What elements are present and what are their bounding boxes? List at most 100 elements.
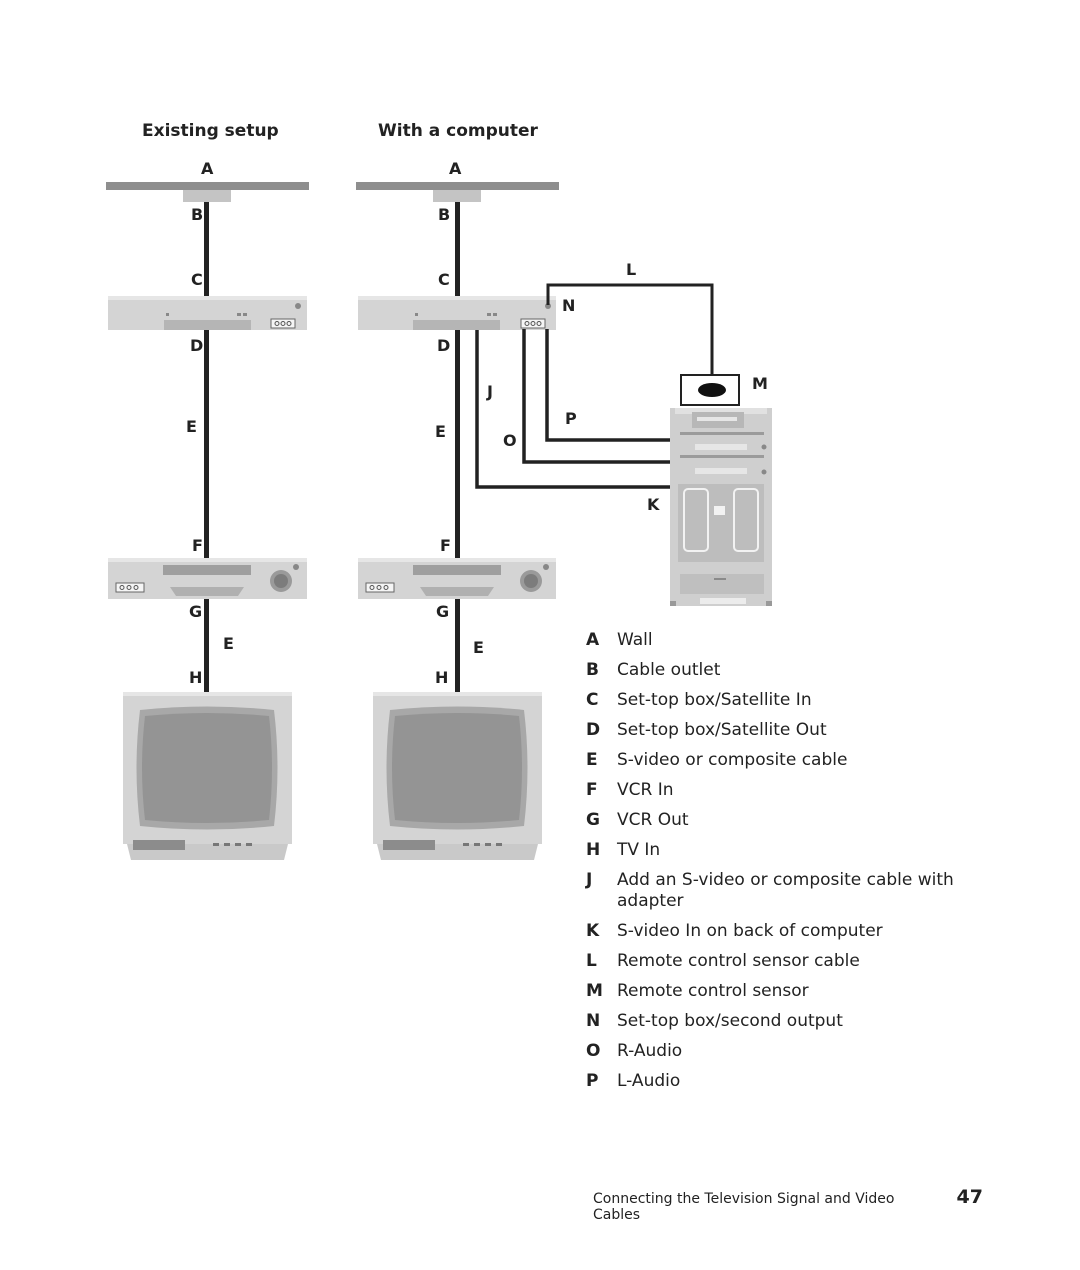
legend-key: A	[586, 630, 600, 650]
legend-key: O	[586, 1041, 601, 1061]
callout-E: E	[435, 422, 446, 441]
legend-item: H TV In	[584, 840, 1004, 861]
legend-key: H	[586, 840, 601, 860]
legend-item: E S-video or composite cable	[584, 750, 1004, 771]
legend-item: D Set-top box/Satellite Out	[584, 720, 1004, 741]
legend-key: J	[586, 870, 593, 890]
legend-item: A Wall	[584, 630, 1004, 651]
legend-key: L	[586, 951, 597, 971]
cable-vcr-to-tv	[204, 599, 209, 692]
cable-settop-to-vcr	[204, 330, 209, 558]
legend-item: N Set-top box/second output	[584, 1011, 1004, 1032]
callout-E: E	[223, 634, 234, 653]
callout-E: E	[186, 417, 197, 436]
settop-box	[358, 296, 556, 330]
remote-control-sensor	[680, 374, 740, 406]
legend-key: M	[586, 981, 603, 1001]
legend-desc: VCR In	[617, 780, 674, 800]
legend-item: C Set-top box/Satellite In	[584, 690, 1004, 711]
legend-item: L Remote control sensor cable	[584, 951, 1004, 972]
callout-E: E	[473, 638, 484, 657]
legend-desc: Remote control sensor	[617, 981, 809, 1001]
cable-outlet	[183, 190, 231, 202]
footer-title: Connecting the Television Signal and Vid…	[593, 1191, 895, 1223]
legend-item: F VCR In	[584, 780, 1004, 801]
legend-desc: R-Audio	[617, 1041, 683, 1061]
callout-K: K	[647, 495, 660, 514]
legend-key: K	[586, 921, 600, 941]
legend-key: B	[586, 660, 599, 680]
callout-D: D	[437, 336, 450, 355]
vcr	[358, 558, 556, 599]
page-number: 47	[956, 1186, 983, 1208]
legend-desc: TV In	[617, 840, 661, 860]
wall	[106, 182, 309, 190]
callout-J: J	[486, 382, 493, 401]
legend-key: G	[586, 810, 600, 830]
television	[123, 692, 292, 860]
legend-item: P L-Audio	[584, 1071, 1004, 1092]
legend-key: E	[586, 750, 598, 770]
legend-desc: VCR Out	[617, 810, 689, 830]
cable-remote-sensor-L	[546, 283, 714, 388]
legend-desc: Add an S-video or composite cable with a…	[617, 870, 954, 911]
legend-desc: Set-top box/Satellite Out	[617, 720, 827, 740]
vcr	[108, 558, 307, 599]
callout-O: O	[503, 431, 517, 450]
cable-r-audio-O	[522, 329, 676, 464]
legend-item: B Cable outlet	[584, 660, 1004, 681]
cable-wall-to-settop	[204, 202, 209, 296]
callout-F: F	[192, 536, 203, 555]
callout-D: D	[190, 336, 203, 355]
callout-G: G	[436, 602, 449, 621]
legend-desc: S-video In on back of computer	[617, 921, 883, 941]
with-computer-diagram: A B C D E F G E H J O P N L M K	[356, 159, 772, 860]
legend-item: O R-Audio	[584, 1041, 1004, 1062]
callout-A: A	[201, 159, 214, 178]
cable-wall-to-settop	[455, 202, 460, 296]
callout-L: L	[626, 260, 636, 279]
legend-item: K S-video In on back of computer	[584, 921, 1004, 942]
cable-settop-to-vcr	[455, 330, 460, 558]
computer-tower	[670, 408, 772, 606]
callout-C: C	[191, 270, 203, 289]
callout-M: M	[752, 374, 768, 393]
wall	[356, 182, 559, 190]
legend-key: F	[586, 780, 598, 800]
cable-vcr-to-tv	[455, 599, 460, 692]
legend-desc: Wall	[617, 630, 653, 650]
legend-key: D	[586, 720, 601, 740]
legend-desc: Remote control sensor cable	[617, 951, 860, 971]
legend-desc: S-video or composite cable	[617, 750, 848, 770]
legend-key: P	[586, 1071, 599, 1091]
legend-desc: L-Audio	[617, 1071, 681, 1091]
cable-l-audio-P	[545, 329, 676, 442]
legend-key: C	[586, 690, 599, 710]
legend-item: M Remote control sensor	[584, 981, 1004, 1002]
callout-H: H	[189, 668, 202, 687]
callout-G: G	[189, 602, 202, 621]
cable-s-video-K	[475, 330, 670, 489]
cable-outlet	[433, 190, 481, 202]
callout-F: F	[440, 536, 451, 555]
callout-A: A	[449, 159, 462, 178]
legend-key: N	[586, 1011, 601, 1031]
legend-item: G VCR Out	[584, 810, 1004, 831]
callout-B: B	[438, 205, 450, 224]
legend: A Wall B Cable outlet C Set-top box/Sate…	[584, 630, 1004, 1101]
callout-H: H	[435, 668, 448, 687]
callout-C: C	[438, 270, 450, 289]
legend-item: J Add an S-video or composite cable with…	[584, 870, 1004, 912]
page-footer: Connecting the Television Signal and Vid…	[593, 1186, 983, 1223]
callout-P: P	[565, 409, 577, 428]
callout-N: N	[562, 296, 575, 315]
heading-with-computer: With a computer	[378, 121, 539, 141]
legend-desc: Set-top box/Satellite In	[617, 690, 812, 710]
settop-box	[108, 296, 307, 330]
existing-setup-diagram: A B C D E F G E H	[106, 159, 309, 860]
legend-desc: Cable outlet	[617, 660, 721, 680]
television	[373, 692, 542, 860]
callout-B: B	[191, 205, 203, 224]
heading-existing-setup: Existing setup	[142, 121, 279, 141]
